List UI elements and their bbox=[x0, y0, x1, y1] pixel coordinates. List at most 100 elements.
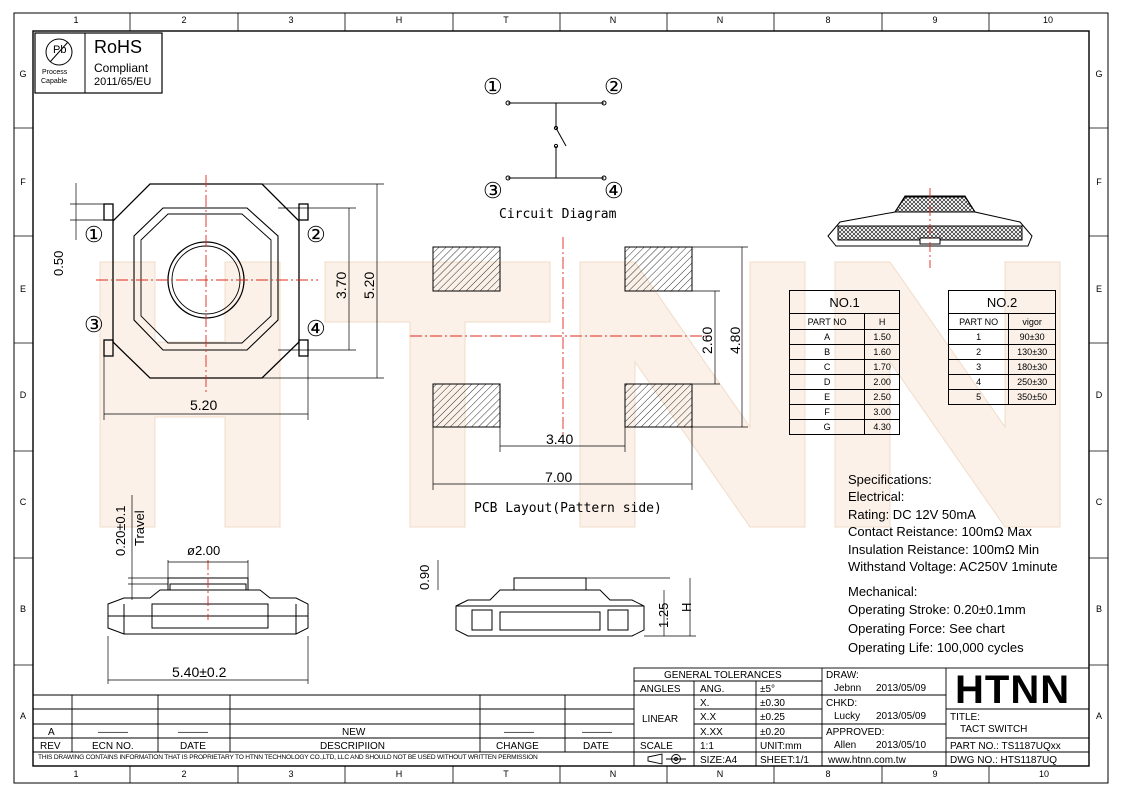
pin-label: ② bbox=[306, 222, 326, 247]
rohs-title: RoHS bbox=[94, 37, 143, 57]
col-label: 9 bbox=[932, 769, 938, 779]
col-label: 9 bbox=[932, 15, 938, 25]
rohs-line: 2011/65/EU bbox=[94, 76, 152, 88]
chkd-date: 2013/05/09 bbox=[876, 711, 927, 722]
table-cell: C bbox=[788, 359, 866, 375]
scale-label: SCALE bbox=[640, 741, 673, 752]
col-label: N bbox=[609, 15, 617, 25]
rev-header: CHANGE bbox=[496, 741, 539, 752]
title-value: TACT SWITCH bbox=[960, 724, 1028, 735]
table-cell: 130±30 bbox=[1008, 344, 1056, 360]
dim-side-width: 5.40±0.2 bbox=[172, 664, 227, 680]
sheet: SHEET:1/1 bbox=[760, 755, 809, 766]
circuit-title: Circuit Diagram bbox=[499, 207, 617, 222]
dim-outer: 5.20 bbox=[361, 271, 377, 299]
col-label: T bbox=[503, 15, 509, 25]
watermark bbox=[99, 261, 1061, 528]
table-cell: F bbox=[788, 404, 866, 420]
approved-date: 2013/05/10 bbox=[876, 740, 927, 751]
circuit-diagram bbox=[505, 100, 607, 181]
table-header: PART NO bbox=[788, 313, 866, 330]
unit: UNIT:mm bbox=[760, 741, 802, 752]
spec-force: Operating Force: See chart bbox=[848, 621, 1005, 636]
table-cell: 1 bbox=[947, 329, 1010, 345]
table-title: NO.1 bbox=[789, 290, 900, 314]
col-label: N bbox=[716, 769, 724, 779]
pcb-title: PCB Layout(Pattern side) bbox=[474, 501, 662, 516]
dim-diameter: ø2.00 bbox=[187, 543, 221, 558]
col-label: 8 bbox=[825, 15, 831, 25]
rev-new: NEW bbox=[342, 727, 366, 738]
dim-inner: 3.70 bbox=[333, 271, 349, 299]
col-label: H bbox=[395, 15, 403, 25]
dim-cap: 0.90 bbox=[417, 564, 432, 590]
table-header: H bbox=[864, 313, 900, 330]
pin-label: ④ bbox=[306, 316, 326, 341]
row-label: E bbox=[1095, 284, 1102, 294]
table-cell: 350±50 bbox=[1008, 389, 1056, 405]
chkd-label: CHKD: bbox=[826, 698, 858, 709]
table-cell: 180±30 bbox=[1008, 359, 1056, 375]
x3-tol: ±0.20 bbox=[760, 727, 785, 738]
pcb-centerlines bbox=[410, 237, 710, 440]
size: SIZE:A4 bbox=[700, 755, 738, 766]
chkd-name: Lucky bbox=[834, 711, 861, 722]
table-cell: 90±30 bbox=[1008, 329, 1056, 345]
row-label: B bbox=[19, 604, 26, 614]
rev-header: DESCRIPIION bbox=[320, 741, 386, 752]
dim-body: 1.25 bbox=[656, 602, 671, 628]
rev-dash: ——— bbox=[178, 727, 208, 738]
table-cell: 1.50 bbox=[864, 329, 900, 345]
dim-travel: 0.20±0.1 bbox=[113, 505, 128, 556]
x2-label: X.X bbox=[700, 712, 717, 723]
spec-mechanical: Mechanical: bbox=[848, 584, 918, 599]
table-cell: 1.70 bbox=[864, 359, 900, 375]
pin-label: ④ bbox=[604, 178, 624, 203]
dim-pcb-outer: 7.00 bbox=[545, 469, 573, 485]
row-label: C bbox=[19, 497, 27, 507]
proprietary-notice: THIS DRAWING CONTAINS INFORMATION THAT I… bbox=[38, 754, 538, 761]
part-no: PART NO.: TS1187UQxx bbox=[950, 741, 1061, 752]
draw-label: DRAW: bbox=[826, 670, 859, 681]
pin-label: ① bbox=[84, 222, 104, 247]
table-cell: 2 bbox=[947, 344, 1010, 360]
col-label: H bbox=[395, 769, 403, 779]
dim-pcb-inner: 3.40 bbox=[546, 431, 574, 447]
col-label: 10 bbox=[1042, 15, 1053, 25]
row-label: E bbox=[19, 284, 26, 294]
table-header: vigor bbox=[1008, 313, 1056, 330]
col-label: 1 bbox=[73, 769, 79, 779]
col-label: N bbox=[609, 769, 617, 779]
dwg-no: DWG NO.: HTS1187UQ bbox=[950, 755, 1058, 766]
table-cell: 4 bbox=[947, 374, 1010, 390]
table-cell: 2.00 bbox=[864, 374, 900, 390]
spec-contact: Contact Reistance: 100mΩ Max bbox=[848, 524, 1032, 539]
col-label: 2 bbox=[181, 769, 187, 779]
dim-pin-width: 0.50 bbox=[51, 250, 66, 276]
col-label: N bbox=[716, 15, 724, 25]
pcb-dims bbox=[432, 246, 748, 490]
col-label: 3 bbox=[288, 769, 294, 779]
row-label: D bbox=[19, 390, 27, 400]
col-label: 2 bbox=[181, 15, 187, 25]
side-view-left bbox=[107, 577, 309, 635]
table-cell: 2.50 bbox=[864, 389, 900, 405]
approved-label: APPROVED: bbox=[826, 727, 885, 738]
rev-header: ECN NO. bbox=[92, 741, 134, 752]
x3-label: X.XX bbox=[700, 727, 723, 738]
spec-rating: Rating: DC 12V 50mA bbox=[848, 507, 976, 522]
outer-frame bbox=[13, 12, 1109, 784]
table-cell: 3 bbox=[947, 359, 1010, 375]
spec-heading: Specifications: bbox=[848, 472, 932, 487]
ang-label: ANG. bbox=[700, 684, 725, 695]
table-cell: 5 bbox=[947, 389, 1010, 405]
rev-dash: ——— bbox=[582, 727, 612, 738]
side-view-right bbox=[455, 577, 645, 637]
pin-label: ② bbox=[604, 74, 624, 99]
row-label: G bbox=[1095, 69, 1103, 79]
spec-withstand: Withstand Voltage: AC250V 1minute bbox=[848, 559, 1058, 574]
dim-h-label: H bbox=[679, 602, 694, 612]
rev-letter: A bbox=[48, 727, 55, 738]
row-label: A bbox=[19, 711, 26, 721]
